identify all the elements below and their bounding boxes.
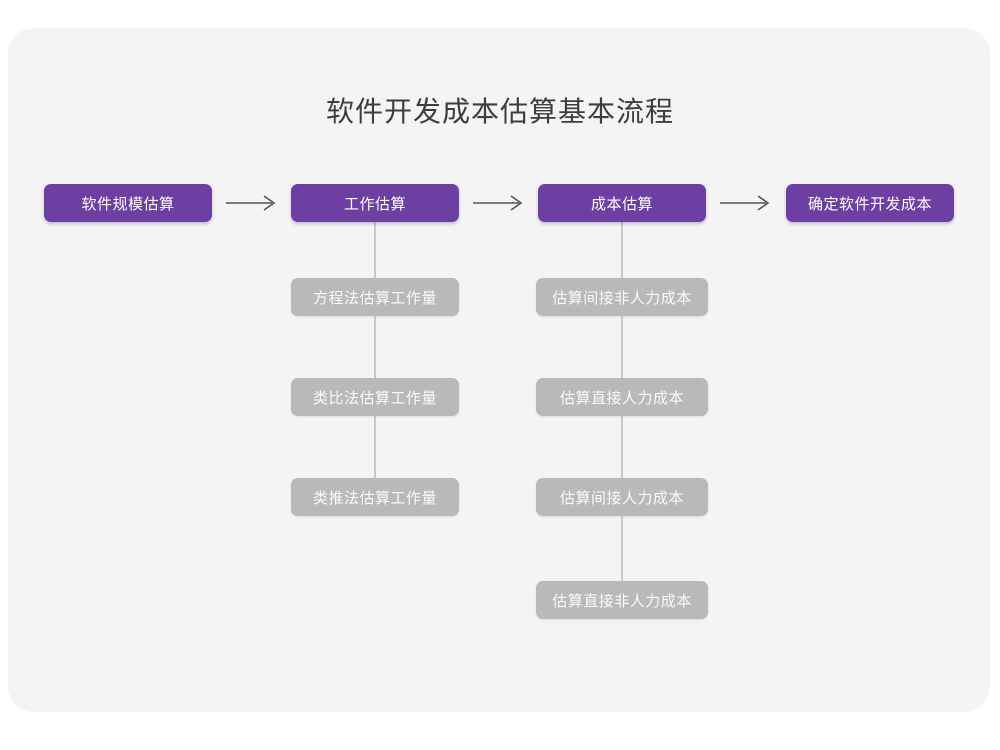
flow-node-software-scale-estimation[interactable]: 软件规模估算 bbox=[44, 184, 212, 222]
sub-node-label: 估算直接人力成本 bbox=[559, 389, 684, 407]
flow-node-label: 成本估算 bbox=[590, 195, 653, 213]
arrow-right-icon-1 bbox=[224, 192, 282, 214]
sub-node-indirect-labor-cost[interactable]: 估算间接人力成本 bbox=[536, 478, 708, 516]
branch-connector-work bbox=[374, 222, 376, 478]
sub-node-equation-method-workload[interactable]: 方程法估算工作量 bbox=[291, 278, 459, 316]
arrow-right-icon-2 bbox=[471, 192, 529, 214]
sub-node-inference-method-workload[interactable]: 类推法估算工作量 bbox=[291, 478, 459, 516]
sub-node-label: 类比法估算工作量 bbox=[312, 389, 437, 407]
sub-node-label: 估算直接非人力成本 bbox=[552, 592, 692, 610]
arrow-right-icon-3 bbox=[718, 192, 776, 214]
flow-node-determine-development-cost[interactable]: 确定软件开发成本 bbox=[786, 184, 954, 222]
sub-node-indirect-nonlabor-cost[interactable]: 估算间接非人力成本 bbox=[536, 278, 708, 316]
sub-node-direct-labor-cost[interactable]: 估算直接人力成本 bbox=[536, 378, 708, 416]
page-title: 软件开发成本估算基本流程 bbox=[325, 96, 674, 127]
flow-node-label: 确定软件开发成本 bbox=[807, 195, 932, 213]
flow-node-cost-estimation[interactable]: 成本估算 bbox=[538, 184, 706, 222]
sub-node-direct-nonlabor-cost[interactable]: 估算直接非人力成本 bbox=[536, 581, 708, 619]
sub-node-label: 估算间接非人力成本 bbox=[552, 289, 692, 307]
sub-node-analogy-method-workload[interactable]: 类比法估算工作量 bbox=[291, 378, 459, 416]
sub-node-label: 方程法估算工作量 bbox=[312, 289, 437, 307]
sub-node-label: 估算间接人力成本 bbox=[559, 489, 684, 507]
flow-node-label: 工作估算 bbox=[343, 195, 406, 213]
flow-node-label: 软件规模估算 bbox=[81, 195, 175, 213]
flow-node-work-estimation[interactable]: 工作估算 bbox=[291, 184, 459, 222]
diagram-card bbox=[8, 28, 990, 712]
sub-node-label: 类推法估算工作量 bbox=[312, 489, 437, 507]
